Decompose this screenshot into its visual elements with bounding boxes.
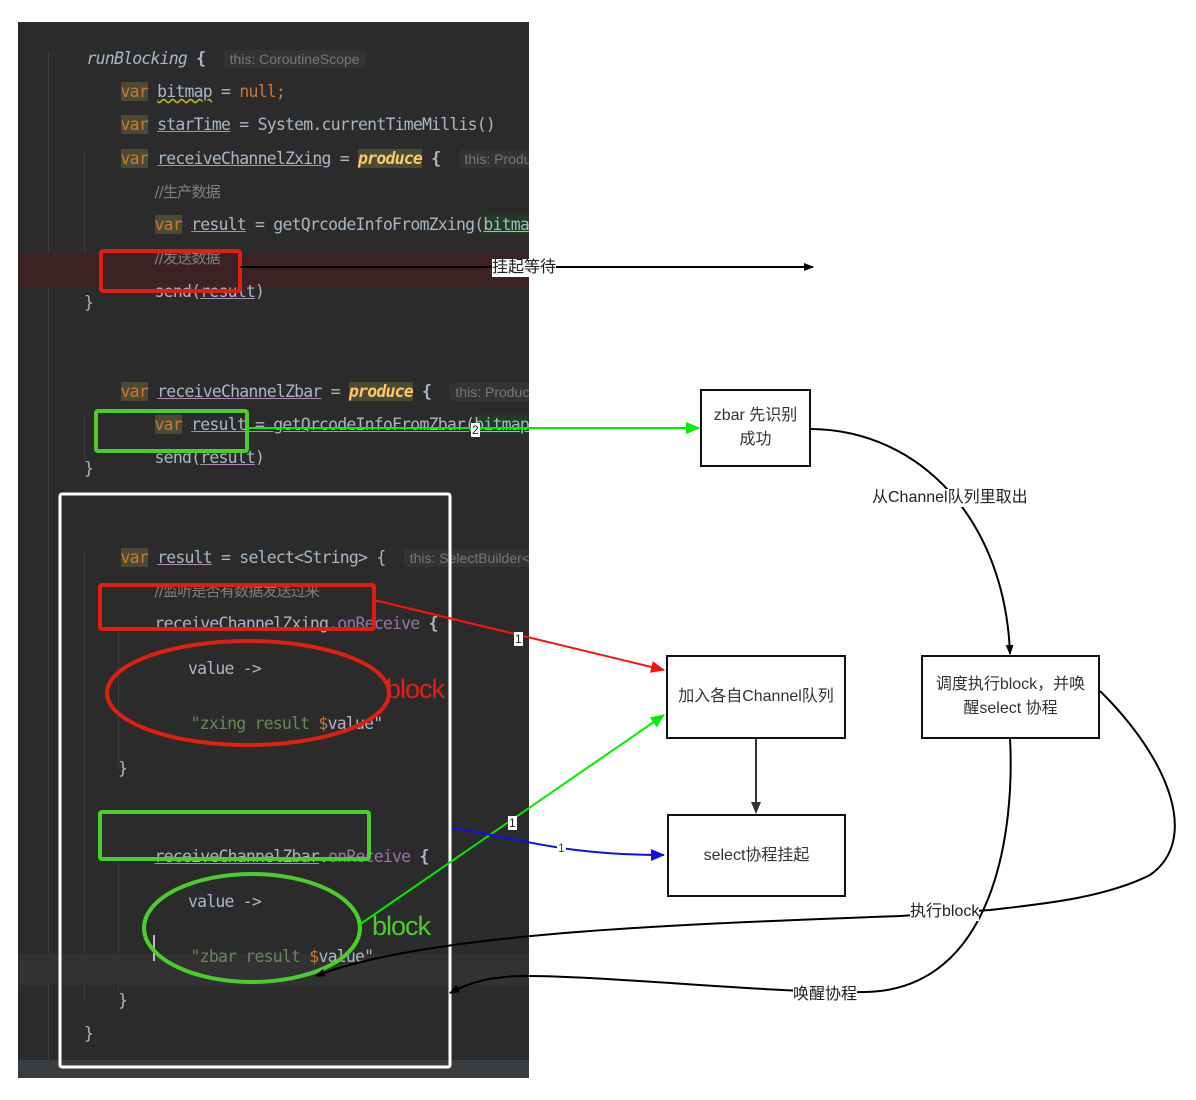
- variable-zbar-channel: receiveChannelZbar: [154, 847, 320, 866]
- on-receive: onReceive: [337, 614, 420, 633]
- semicolon: ;: [275, 82, 286, 101]
- code-line-value-arrow[interactable]: value ->: [188, 891, 262, 913]
- operator: =: [211, 82, 240, 101]
- produce-fn: produce: [348, 382, 414, 401]
- code-line-zbar-string[interactable]: "zbar result $value": [154, 924, 375, 990]
- code-line-startime[interactable]: var starTime = System.currentTimeMillis(…: [84, 92, 496, 158]
- code-line-zbar-send[interactable]: send(result): [118, 425, 265, 491]
- code-line-zxing-result[interactable]: var result = getQrcodeInfoFromZxing(bitm…: [118, 192, 529, 258]
- argument-result: result: [200, 448, 256, 467]
- step-number-zbar-send: 2: [471, 423, 480, 437]
- inlay-hint: this: ProducerScope: [458, 150, 529, 168]
- brace: }: [84, 459, 94, 478]
- comment: //生产数据: [154, 183, 221, 201]
- code-line-bitmap[interactable]: var bitmap = null;: [84, 59, 286, 125]
- keyword-var: var: [154, 215, 183, 234]
- argument-bitmap: bitmap: [474, 415, 529, 434]
- variable-result: result: [191, 215, 247, 234]
- variable-zxing-channel: receiveChannelZxing: [154, 614, 329, 633]
- code-line-zbar-onreceive[interactable]: receiveChannelZbar.onReceive {: [118, 824, 430, 890]
- inlay-hint: this: SelectBuilder<String>: [403, 549, 529, 567]
- variable-bitmap: bitmap: [157, 82, 213, 101]
- template-dollar: $: [318, 714, 328, 733]
- code-line-zxing-send[interactable]: send(result): [118, 259, 265, 325]
- indent-guide: [84, 417, 85, 462]
- block-label-green: block: [372, 911, 431, 941]
- brace: {: [410, 847, 429, 866]
- keyword-var: var: [120, 149, 149, 168]
- variable-zxing-channel: receiveChannelZxing: [157, 149, 331, 168]
- block-label-red: block: [386, 674, 445, 704]
- string-literal: "zbar result: [190, 947, 310, 966]
- paren: ): [255, 282, 265, 301]
- brace: }: [118, 991, 128, 1010]
- code-line-close[interactable]: }: [84, 458, 94, 480]
- dot: .: [328, 614, 338, 633]
- suspended-line-highlight: [18, 254, 529, 287]
- code-line-zbar-channel[interactable]: var receiveChannelZbar = produce { this:…: [84, 359, 529, 425]
- keyword-var: var: [120, 382, 149, 401]
- lambda-param: value ->: [188, 892, 262, 911]
- lambda-param: value ->: [188, 659, 262, 678]
- indent-guide: [48, 52, 49, 1062]
- send-call: send(: [154, 282, 201, 301]
- operator: =: [330, 149, 359, 168]
- code-line-runblocking[interactable]: runBlocking { this: CoroutineScope: [50, 26, 366, 92]
- box-zbar-first[interactable]: zbar 先识别成功: [700, 389, 811, 467]
- expression: = System.currentTimeMillis(): [230, 115, 496, 134]
- code-line-close[interactable]: }: [118, 990, 128, 1012]
- brace: {: [421, 149, 441, 168]
- inlay-hint: this: ProducerScope<: [449, 383, 529, 401]
- code-line-zxing-channel[interactable]: var receiveChannelZxing = produce { this…: [84, 126, 529, 192]
- send-call: send(: [154, 448, 201, 467]
- code-line-value-arrow[interactable]: value ->: [188, 658, 262, 680]
- code-line-close[interactable]: }: [118, 758, 128, 780]
- brace: {: [419, 614, 439, 633]
- template-value: value": [327, 714, 384, 733]
- on-receive: onReceive: [328, 847, 411, 866]
- code-line-zxing-string[interactable]: "zxing result $value": [154, 691, 384, 757]
- label-take-from-channel: 从Channel队列里取出: [872, 489, 1028, 507]
- operator: =: [321, 382, 349, 401]
- label-wake-coroutine: 唤醒协程: [793, 986, 858, 1004]
- code-line-close[interactable]: }: [84, 292, 94, 314]
- brace: }: [84, 1024, 94, 1043]
- box-dispatch[interactable]: 调度执行block，并唤醒select 协程: [921, 655, 1100, 739]
- step-number-zxing-receive: 1: [514, 632, 523, 646]
- step-number-zbar-block: 1: [508, 816, 517, 830]
- variable-zbar-channel: receiveChannelZbar: [157, 382, 322, 401]
- code-editor: runBlocking { this: CoroutineScope var b…: [18, 22, 529, 1078]
- keyword-var: var: [120, 82, 149, 101]
- code-line-zxing-onreceive[interactable]: receiveChannelZxing.onReceive {: [118, 591, 439, 657]
- template-value: value": [318, 947, 374, 966]
- code-line-close[interactable]: }: [84, 1023, 94, 1045]
- indent-guide: [84, 552, 85, 1002]
- keyword-var: var: [120, 115, 149, 134]
- paren: ): [255, 448, 265, 467]
- function-call: = getQrcodeInfoFromZxing(: [245, 215, 484, 234]
- argument-bitmap: bitmap: [483, 215, 529, 234]
- string-literal: "zxing result: [190, 714, 319, 733]
- produce-fn: produce: [358, 149, 423, 168]
- box-join-queue[interactable]: 加入各自Channel队列: [666, 655, 846, 739]
- editor-footer: [18, 1060, 529, 1078]
- step-number-select-suspend: 1: [557, 841, 566, 855]
- label-suspend-wait: 挂起等待: [492, 259, 557, 277]
- run-blocking-fn: runBlocking: [86, 49, 188, 68]
- inlay-hint: this: CoroutineScope: [223, 50, 366, 68]
- brace: {: [412, 382, 432, 401]
- box-select-suspend[interactable]: select协程挂起: [667, 814, 846, 897]
- dot: .: [318, 847, 329, 866]
- brace: {: [187, 49, 206, 68]
- code-line-comment[interactable]: //生产数据: [118, 159, 221, 225]
- variable-startime: starTime: [157, 115, 231, 134]
- argument-result: result: [200, 282, 256, 301]
- take-from-channel-arrow: [810, 428, 1014, 655]
- label-exec-block: 执行block: [910, 903, 980, 921]
- indent-guide: [84, 152, 85, 277]
- null-literal: null: [239, 82, 276, 101]
- text-cursor: [153, 935, 155, 961]
- brace: }: [118, 759, 128, 778]
- brace: }: [84, 293, 94, 312]
